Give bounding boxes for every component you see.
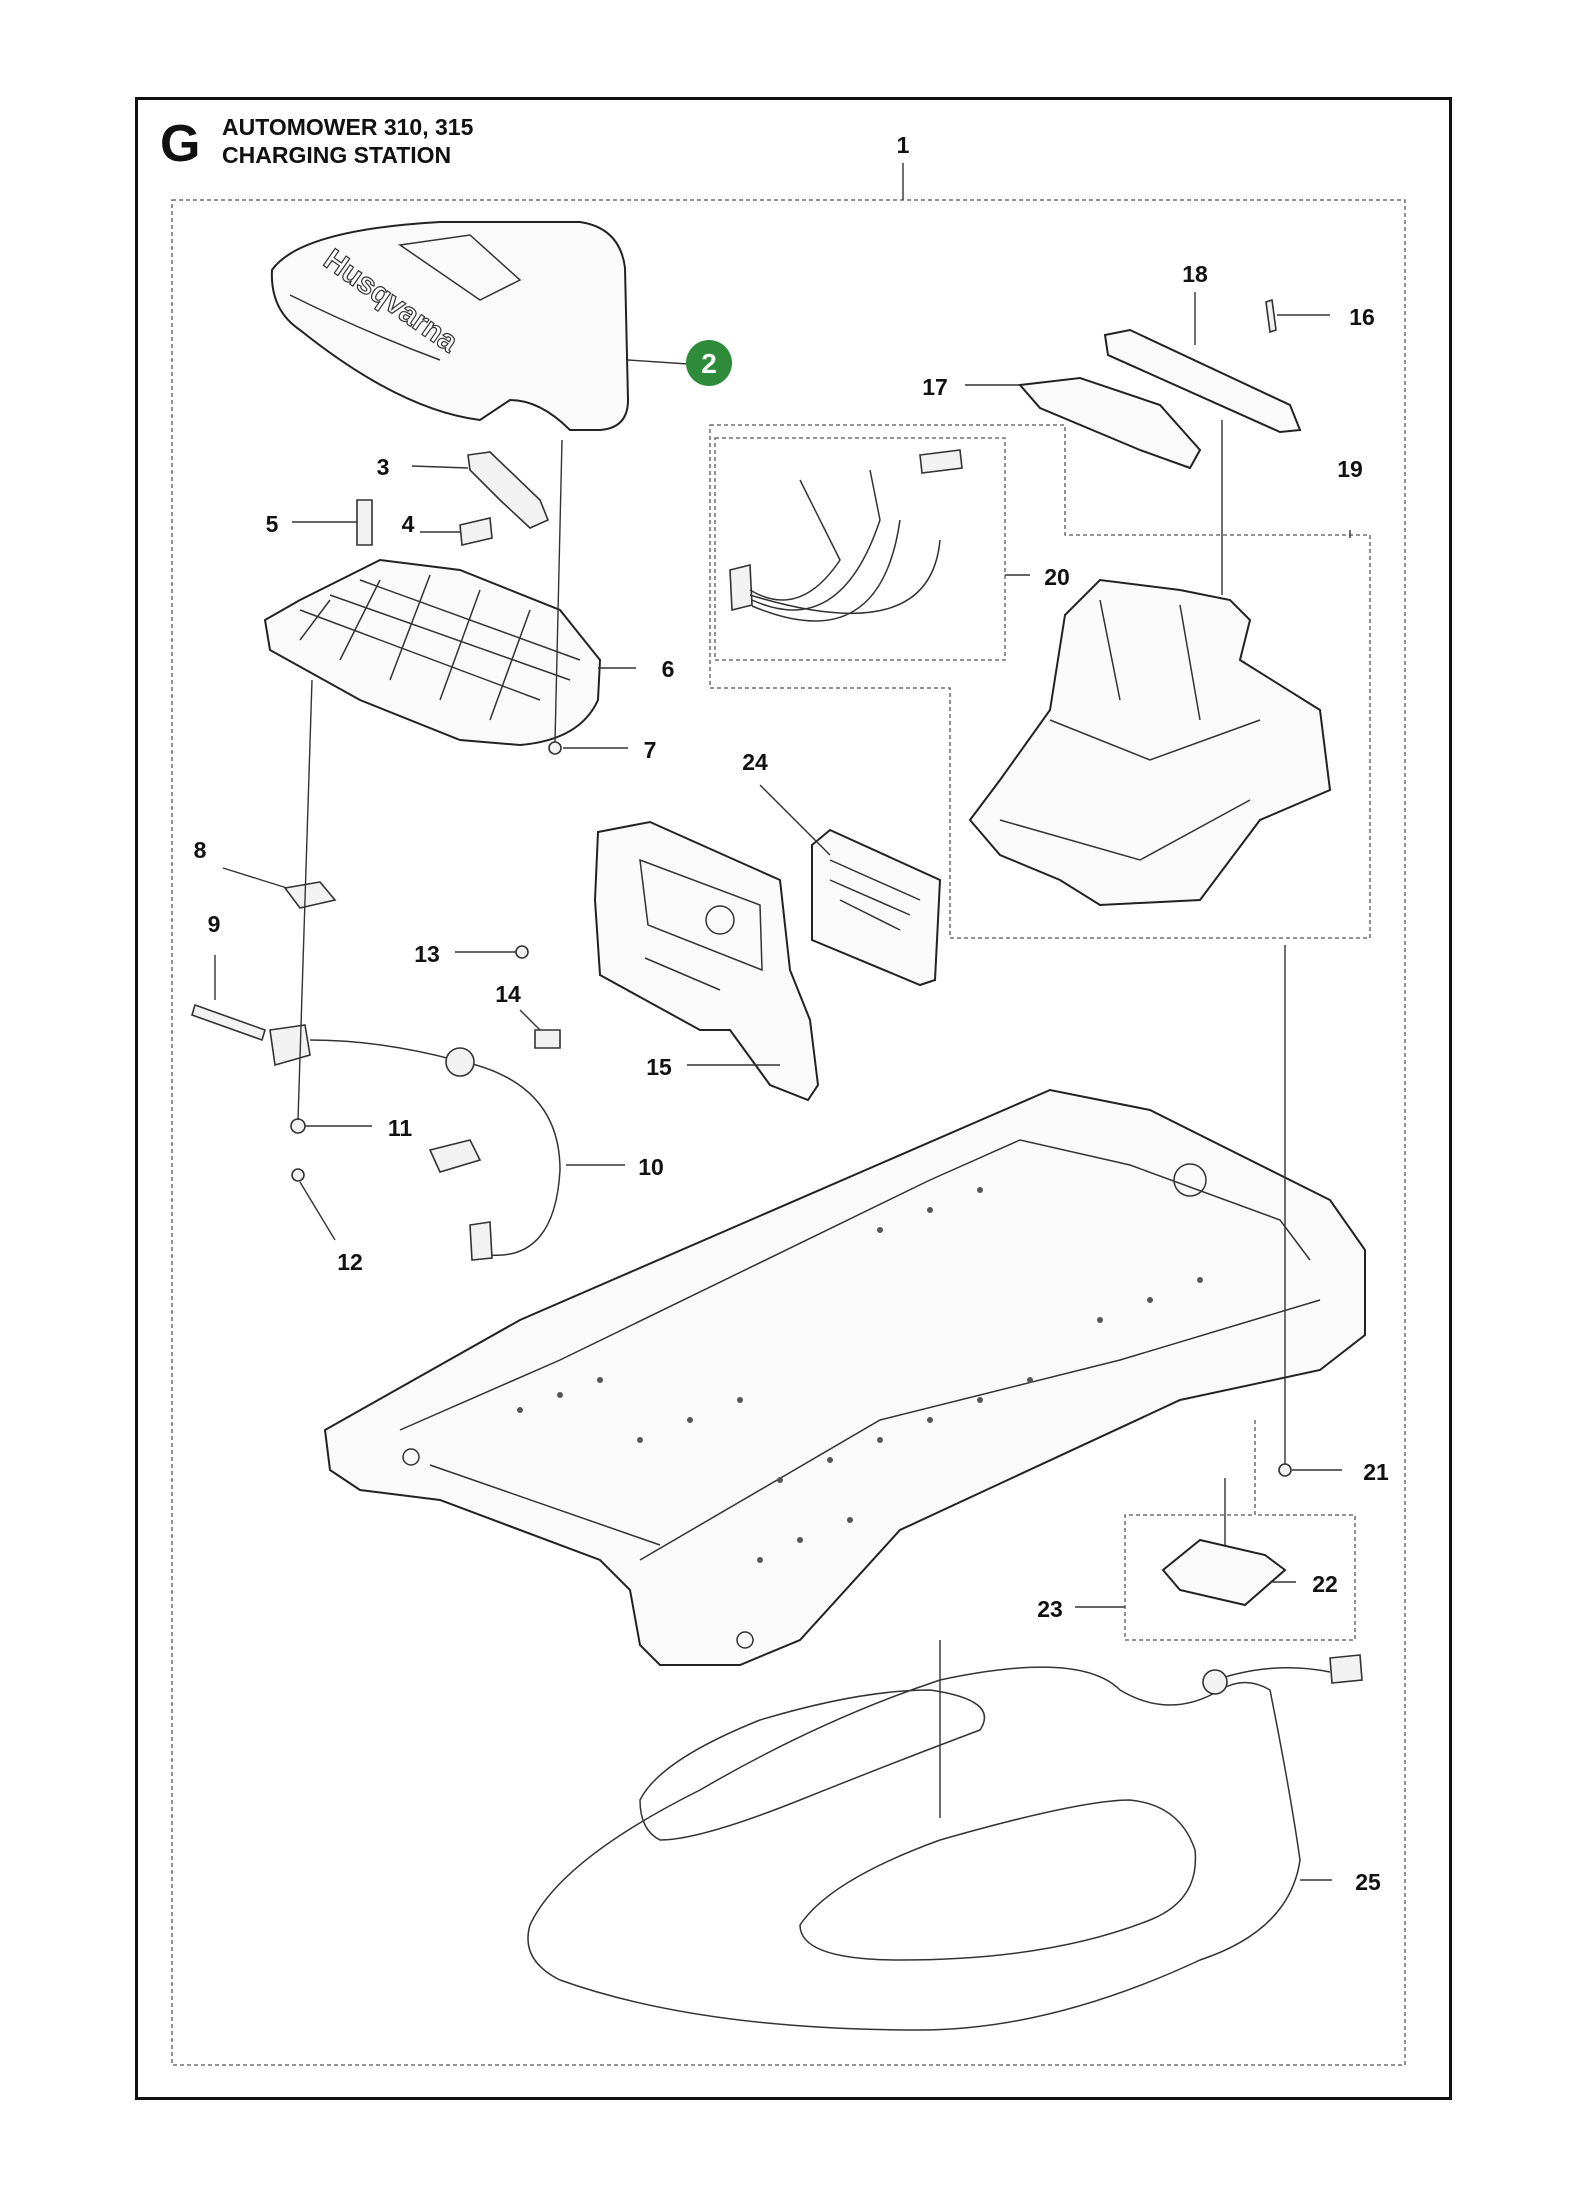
group-outline-1 [171,199,1406,2066]
spring-part-5 [356,499,373,546]
bar-part-18 [1103,328,1302,434]
callout-1: 1 [897,132,910,158]
leader-8-vert [297,679,313,1121]
screw-part-7 [548,741,562,755]
group-outline-20b [709,424,1371,939]
callout-10: 10 [638,1154,664,1180]
callout-8: 8 [194,837,207,863]
callout-12: 12 [337,1249,363,1275]
leader-2 [627,359,689,365]
latch-part-3 [467,451,550,529]
wire-harness-part-20 [729,449,963,622]
callout-21: 21 [1363,1459,1389,1485]
circuit-board-part-24 [811,828,942,987]
callout-11: 11 [388,1115,413,1141]
callout-4: 4 [402,511,415,537]
loop-wire-part-25 [527,1654,1363,2031]
diagram-frame [135,97,1452,2100]
callout-19: 19 [1337,456,1363,482]
callout-15: 15 [646,1054,672,1080]
base-plate-part [323,1088,1366,1666]
screw-part-12 [291,1168,305,1182]
leader-12 [299,1181,336,1241]
sensor-cable-part-10 [269,1024,561,1261]
leader-8 [222,867,288,889]
assembly-title: CHARGING STATION [222,142,452,168]
housing-part-15 [593,820,820,1102]
pin-part-14 [534,1029,561,1049]
callout-16: 16 [1349,304,1375,330]
badge-label: 2 [701,348,717,379]
group-outline-20 [714,437,1006,661]
callout-5: 5 [266,511,279,537]
highlight-badge-2: 2 [686,340,732,386]
connector-part-22 [1161,1538,1287,1607]
callout-17: 17 [922,374,948,400]
callout-18: 18 [1182,261,1208,287]
callout-24: 24 [742,749,768,775]
group-outline-23 [1124,1420,1356,1641]
callout-14: 14 [495,981,521,1007]
screw-part-21 [1278,1463,1292,1477]
callout-9: 9 [208,911,221,937]
callout-3: 3 [377,454,390,480]
section-letter: G [160,115,201,173]
leader-24 [759,784,831,856]
plate-part-17 [1018,376,1202,470]
model-title: AUTOMOWER 310, 315 [222,114,474,140]
callout-25: 25 [1355,1869,1381,1895]
leader-14 [519,1009,541,1031]
leader-3 [411,465,469,469]
cover-part: Husqvarna [270,221,630,431]
callout-6: 6 [662,656,675,682]
callout-7: 7 [644,737,657,763]
spring-part-4 [459,517,493,546]
callout-22: 22 [1312,1571,1338,1597]
bracket-part-8 [283,881,337,909]
callout-13: 13 [414,941,440,967]
callout-23: 23 [1037,1596,1063,1622]
callout-20: 20 [1044,564,1070,590]
clip-part-16 [1265,298,1277,334]
screw-part-13 [515,945,529,959]
washer-part-11 [290,1118,306,1134]
station-housing-part-19 [968,578,1332,907]
frame-part-6 [263,558,602,747]
spring-part-9 [191,1003,266,1042]
leader-7-vert [554,439,563,743]
